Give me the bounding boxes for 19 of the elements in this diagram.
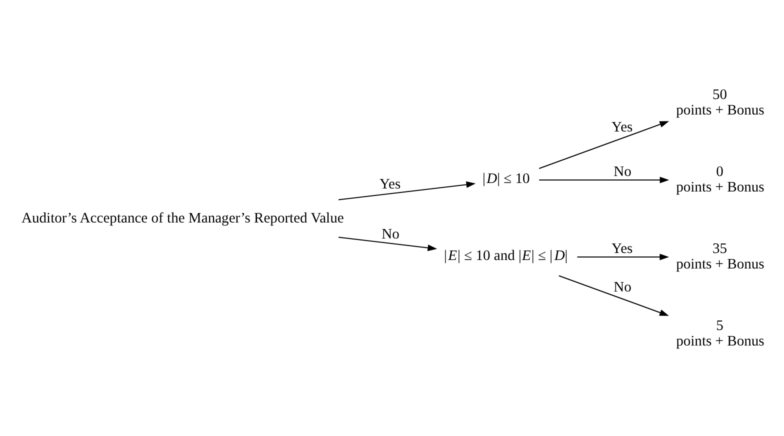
node-text: 35 points + Bonus bbox=[676, 240, 764, 272]
edge-label: Yes bbox=[378, 176, 400, 192]
node-text: Auditor’s Acceptance of the Manager’s Reported Value bbox=[20, 210, 344, 226]
node-text: |D| ≤ 10 bbox=[482, 170, 530, 186]
node-text: 50 points + Bonus bbox=[676, 86, 764, 118]
arrow bbox=[338, 236, 437, 251]
edge-label: No bbox=[613, 279, 631, 296]
edge-label: Yes bbox=[611, 240, 632, 257]
node-text: 0 points + Bonus bbox=[676, 164, 764, 196]
node-text: |E| ≤ 10 and |E| ≤ |D| bbox=[444, 247, 568, 264]
edge-label: No bbox=[613, 164, 631, 180]
arrow bbox=[576, 253, 669, 260]
arrow bbox=[338, 180, 476, 200]
arrow bbox=[558, 274, 668, 316]
arrow bbox=[538, 120, 669, 168]
edge-label: No bbox=[381, 226, 399, 242]
edge-label: Yes bbox=[611, 118, 632, 135]
arrow bbox=[538, 176, 669, 183]
node-text: 5 points + Bonus bbox=[676, 318, 764, 350]
